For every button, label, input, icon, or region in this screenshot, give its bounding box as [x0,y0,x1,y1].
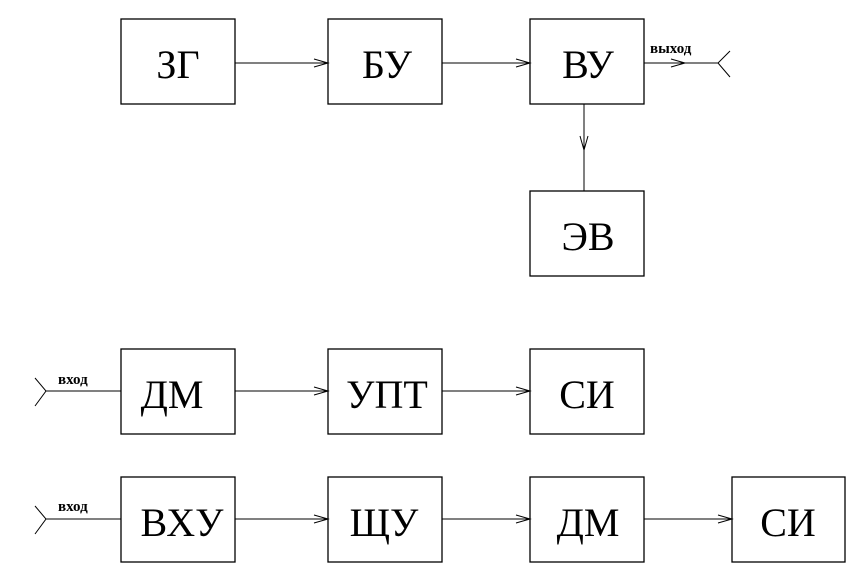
diagram-1: ЗГ БУ ВУ ЭВ выход [120,18,731,277]
block-vu [529,18,645,105]
input-label-2: вход [58,372,88,388]
output-label: выход [650,41,692,57]
block-shchu-label: ЩУ [350,500,419,545]
input-terminal-2 [34,377,47,407]
input-label-3: вход [58,499,88,515]
block-si-2 [731,476,846,563]
arrowhead-bu-vu [515,58,532,68]
block-bu-label: БУ [362,42,413,87]
block-si-2-label: СИ [760,500,816,545]
output-terminal [717,50,731,78]
block-si-label: СИ [559,372,615,417]
input-terminal-3 [34,505,47,535]
block-si [529,348,645,435]
block-upt [327,348,443,435]
block-dm-2-label: ДМ [557,500,620,545]
block-zg-label: ЗГ [156,42,199,87]
block-bu [327,18,443,105]
block-vhu [120,476,236,563]
block-zg [120,18,236,105]
arrowhead-vhu-shchu [313,514,330,524]
arrowhead-upt-si [515,386,532,396]
arrowhead-vu-output [670,58,687,68]
block-dm [120,348,236,435]
arrowhead-dm-upt [313,386,330,396]
block-ev-label: ЭВ [561,214,614,259]
arrowhead-dm-si [717,514,734,524]
block-dm-label: ДМ [141,372,204,417]
arrowhead-zg-bu [313,58,330,68]
block-ev [529,190,645,277]
block-vhu-label: ВХУ [141,500,225,545]
diagram-2: вход ДМ УПТ СИ [34,348,645,435]
block-upt-label: УПТ [346,372,428,417]
block-vu-label: ВУ [562,42,614,87]
arrowhead-shchu-dm [515,514,532,524]
arrowhead-vu-ev [579,135,589,152]
block-shchu [327,476,443,563]
diagram-3: вход ВХУ ЩУ ДМ СИ [34,476,846,563]
